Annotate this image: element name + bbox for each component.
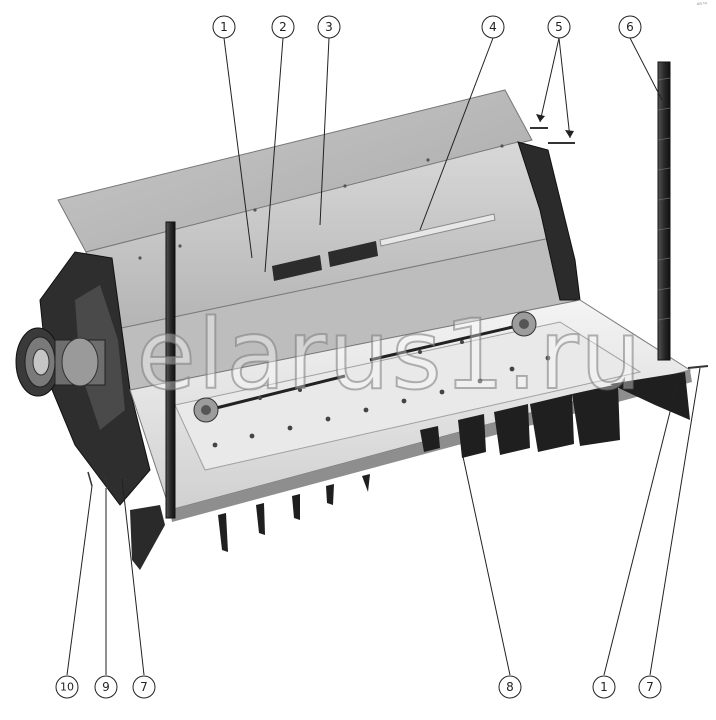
callout-3-top: 3 [317,15,341,39]
guide-bar [379,213,496,247]
svg-text:8: 8 [506,680,514,694]
tray-fasteners [212,340,551,448]
housing-slot-left [272,255,322,281]
svg-text:9: 9 [102,680,110,694]
threaded-rod [657,61,671,361]
svg-text:10: 10 [60,681,74,694]
adjust-knob-left [193,397,219,423]
pin-right [687,365,709,369]
bolts-item-5 [530,127,575,144]
adjust-knob-right [511,311,537,337]
tray-rail-right [369,321,531,362]
svg-text:1: 1 [220,20,228,34]
callout-5-top: 5 [547,15,571,39]
callout-4-top: 4 [481,15,505,39]
svg-text:7: 7 [140,680,148,694]
threaded-rod-thread [657,77,671,321]
callout-10-bottom: 10 [55,675,79,699]
svg-text:1: 1 [600,680,608,694]
svg-text:4: 4 [489,20,497,34]
comb-teeth [218,372,690,552]
corner-mark: ᴬᴿ™ [696,2,708,9]
left-bottom-wing [130,505,165,570]
svg-text:6: 6 [626,20,634,34]
callout-8-bottom: 8 [498,675,522,699]
housing-slot-right [328,241,378,267]
callout-2-top: 2 [271,15,295,39]
tray-rail-left [199,374,346,414]
svg-text:3: 3 [325,20,333,34]
svg-text:7: 7 [646,680,654,694]
callout-1-bottom: 1 [592,675,616,699]
left-vertical-rod [165,221,176,519]
housing-bolts [138,144,504,260]
callout-9-bottom: 9 [94,675,118,699]
svg-text:2: 2 [279,20,287,34]
drive-pulley [15,327,106,397]
tray-inner-panel [174,321,642,471]
svg-text:5: 5 [555,20,563,34]
arrowheads-item-5 [536,114,574,138]
leader-lines [66,37,701,676]
top-cover-panel [57,89,533,253]
callout-6-top: 6 [618,15,642,39]
callout-7-bottom-right: 7 [638,675,662,699]
callout-7-bottom-left: 7 [132,675,156,699]
callout-1-top: 1 [212,15,236,39]
